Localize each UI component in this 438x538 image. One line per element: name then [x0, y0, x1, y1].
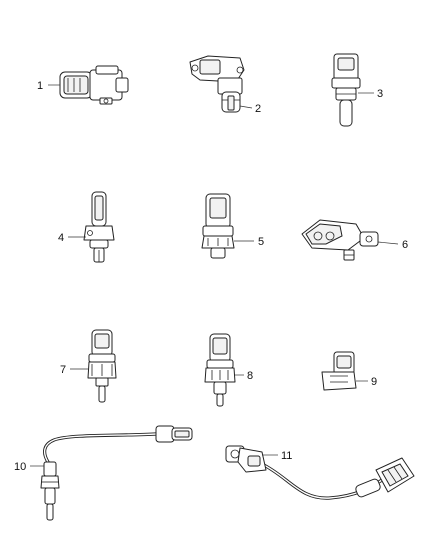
callout-2: 2	[255, 103, 261, 115]
part-2-sensor	[189, 55, 245, 113]
part-7-sensor	[87, 329, 117, 403]
callout-11: 11	[281, 450, 292, 462]
part-6-sensor	[301, 219, 379, 261]
part-11-sensor	[225, 445, 415, 500]
callout-10: 10	[14, 461, 26, 473]
callout-9: 9	[371, 376, 377, 388]
callout-4: 4	[58, 232, 64, 244]
callout-8: 8	[247, 370, 253, 382]
callout-7: 7	[60, 364, 66, 376]
callout-5: 5	[258, 236, 264, 248]
callout-1: 1	[37, 80, 43, 92]
part-3-sensor	[331, 53, 361, 127]
callout-6: 6	[402, 239, 408, 251]
part-10-sensor	[40, 425, 193, 521]
part-8-sensor	[204, 333, 236, 407]
part-5-sensor	[201, 193, 235, 259]
callout-3: 3	[377, 88, 383, 100]
part-9-sensor	[321, 351, 357, 391]
part-1-sensor	[59, 65, 129, 105]
part-4-sensor	[83, 191, 115, 263]
